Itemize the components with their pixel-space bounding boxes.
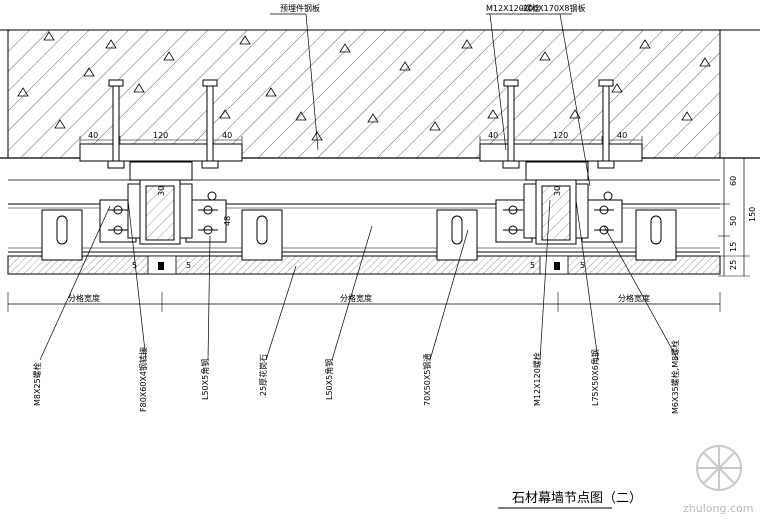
dim-40-left-b: 40 bbox=[222, 131, 232, 140]
dim-120-left: 120 bbox=[153, 131, 168, 140]
label-steel-connector: F80X60X4钢转接 bbox=[138, 347, 148, 412]
dim-150: 150 bbox=[748, 207, 757, 222]
concrete-wall bbox=[0, 29, 760, 159]
granite-panel bbox=[7, 255, 721, 275]
dim-5-b: 5 bbox=[186, 261, 191, 270]
bottom-labels: M8X25螺栓 F80X60X4钢转接 L50X5角钢 25厚花岗石 L50X5… bbox=[32, 340, 680, 414]
bottom-leaders bbox=[39, 199, 679, 361]
anchor-bolts bbox=[107, 79, 615, 169]
stone-clips bbox=[41, 209, 677, 261]
dim-5-a: 5 bbox=[132, 261, 137, 270]
dim-120-right: 120 bbox=[553, 131, 568, 140]
dim-5-c: 5 bbox=[530, 261, 535, 270]
dim-15: 15 bbox=[729, 242, 738, 252]
top-leaders bbox=[270, 13, 591, 187]
dim-40-right-a: 40 bbox=[488, 131, 498, 140]
label-m8x25-bolt: M8X25螺栓 bbox=[32, 362, 42, 406]
label-anchor-bolt-top: M12X120螺栓 bbox=[486, 3, 540, 13]
dim-50: 50 bbox=[729, 216, 738, 226]
span-right-label: 分格宽度 bbox=[618, 293, 650, 303]
label-angle-l75: L75X50X6角钢 bbox=[590, 349, 600, 406]
drawing-title: 石材幕墙节点图（二） bbox=[512, 491, 642, 506]
dim-30-left: 30 bbox=[157, 186, 166, 196]
watermark-logo-icon bbox=[696, 445, 742, 491]
dim-40-left-a: 40 bbox=[88, 131, 98, 140]
dim-5-d: 5 bbox=[580, 261, 585, 270]
dim-25: 25 bbox=[729, 260, 738, 270]
plate-dimensions: 40 120 40 40 120 40 30 30 48 5 5 5 5 bbox=[88, 131, 627, 270]
span-mid-label: 分格宽度 bbox=[340, 293, 372, 303]
dim-60: 60 bbox=[729, 176, 738, 186]
dim-30-right: 30 bbox=[553, 186, 562, 196]
label-angle-l50-b: L50X5角钢 bbox=[324, 359, 334, 400]
embed-plate-right bbox=[479, 136, 643, 162]
bracket-right bbox=[495, 161, 623, 245]
label-embed-steel: 预埋件钢板 bbox=[280, 3, 320, 13]
label-embed-plate: -200X170X8钢板 bbox=[520, 3, 585, 13]
watermark-text: zhulong.com bbox=[683, 502, 753, 515]
span-left-label: 分格宽度 bbox=[68, 293, 100, 303]
dim-48: 48 bbox=[223, 216, 232, 226]
label-steel-tube: 70X50X5钢通 bbox=[422, 354, 432, 406]
label-granite-25: 25厚花岗石 bbox=[258, 354, 268, 396]
right-dimension-chain: 60 50 15 25 150 bbox=[718, 157, 757, 277]
span-dimension: 分格宽度 分格宽度 分格宽度 bbox=[7, 292, 721, 312]
dim-40-right-b: 40 bbox=[617, 131, 627, 140]
embed-plate-left bbox=[79, 136, 243, 162]
label-angle-l50-a: L50X5角钢 bbox=[200, 359, 210, 400]
bracket-left bbox=[99, 161, 227, 245]
label-m6x35-bolt: M6X35螺栓,M8螺栓 bbox=[670, 340, 680, 414]
label-m12x120-bolt: M12X120螺栓 bbox=[532, 352, 542, 406]
